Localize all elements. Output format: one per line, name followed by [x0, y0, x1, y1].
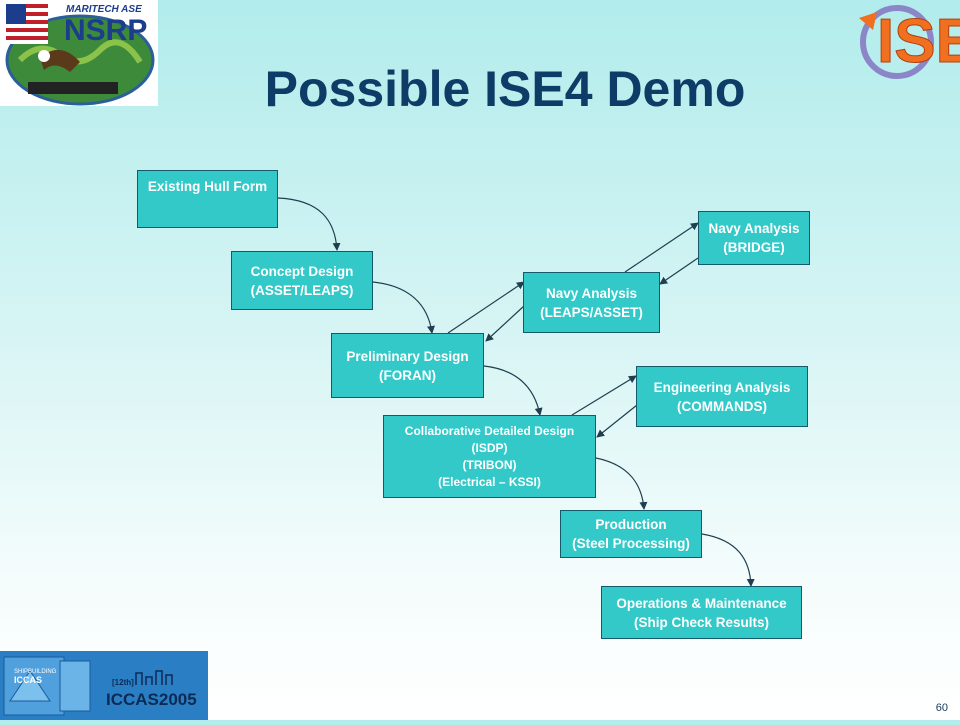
- node-bridge-line1: Navy Analysis: [708, 221, 800, 236]
- node-bridge-line2: (BRIDGE): [723, 240, 785, 255]
- node-production[interactable]: Production (Steel Processing): [560, 510, 702, 558]
- node-concept-line2: (ASSET/LEAPS): [250, 282, 354, 298]
- slide-title: Possible ISE4 Demo: [264, 61, 746, 117]
- arrow-collab-to-production: [595, 457, 648, 510]
- node-production-line2: (Steel Processing): [572, 536, 690, 551]
- node-ops-line2: (Ship Check Results): [633, 614, 770, 630]
- node-collab-line1: Collaborative Detailed Design: [404, 423, 575, 438]
- node-prelim-line2: (FORAN): [379, 367, 436, 383]
- node-concept-design[interactable]: Concept Design (ASSET/LEAPS): [231, 251, 373, 310]
- node-production-line1: Production: [595, 517, 667, 532]
- arrow-prelim-to-navyleaps: [447, 281, 525, 334]
- node-collab-line2: (ISDP): [471, 440, 508, 455]
- iccas-logo: SHIPBUILDING ICCAS [12th] ICCAS2005: [0, 651, 208, 720]
- node-collaborative-detailed-design[interactable]: Collaborative Detailed Design (ISDP) (TR…: [383, 415, 596, 498]
- iccas-logo-name: ICCAS2005: [106, 690, 197, 709]
- arrow-hull-to-concept: [277, 197, 341, 251]
- arrow-prelim-to-collab: [483, 365, 543, 416]
- node-concept-line1: Concept Design: [250, 263, 354, 279]
- arrow-navyleaps-to-prelim: [485, 305, 525, 342]
- node-operations-maintenance[interactable]: Operations & Maintenance (Ship Check Res…: [601, 586, 802, 639]
- node-collab-line4: (Electrical – KSSI): [438, 474, 541, 489]
- nsrp-logo: MARITECH ASE NSRP: [0, 0, 158, 106]
- node-navy-analysis-bridge[interactable]: Navy Analysis (BRIDGE): [698, 211, 810, 265]
- ise-logo: ISE: [855, 0, 960, 82]
- node-navyleaps-line2: (LEAPS/ASSET): [540, 304, 643, 320]
- node-navy-analysis-leaps[interactable]: Navy Analysis (LEAPS/ASSET): [523, 272, 660, 333]
- node-engineering-line1: Engineering Analysis: [653, 379, 791, 395]
- iccas-logo-small: ICCAS: [14, 675, 42, 685]
- page-number: 60: [935, 702, 948, 714]
- arrow-bridge-to-navyleaps: [659, 257, 699, 285]
- node-prelim-line1: Preliminary Design: [346, 348, 469, 364]
- node-existing-hull-form[interactable]: Existing Hull Form: [137, 170, 278, 228]
- node-engineering-line2: (COMMANDS): [677, 398, 767, 414]
- nsrp-logo-main-text: NSRP: [64, 14, 147, 47]
- arrow-collab-to-engineering: [571, 375, 637, 416]
- arrow-navyleaps-to-bridge: [624, 222, 699, 273]
- arrow-engineering-to-collab: [596, 404, 638, 438]
- node-engineering-analysis[interactable]: Engineering Analysis (COMMANDS): [636, 366, 808, 427]
- node-hull-line1: Existing Hull Form: [147, 179, 268, 194]
- arrow-concept-to-prelim: [372, 281, 435, 334]
- node-navyleaps-line1: Navy Analysis: [545, 285, 638, 301]
- iccas-logo-tag: [12th]: [112, 678, 134, 687]
- node-preliminary-design[interactable]: Preliminary Design (FORAN): [331, 333, 484, 398]
- iccas-logo-sub: SHIPBUILDING: [14, 669, 57, 675]
- nsrp-logo-top-text: MARITECH ASE: [66, 4, 142, 15]
- ise-logo-text: ISE: [877, 7, 960, 76]
- node-ops-line1: Operations & Maintenance: [616, 595, 787, 611]
- node-collab-line3: (TRIBON): [462, 457, 517, 472]
- arrow-production-to-ops: [701, 533, 755, 587]
